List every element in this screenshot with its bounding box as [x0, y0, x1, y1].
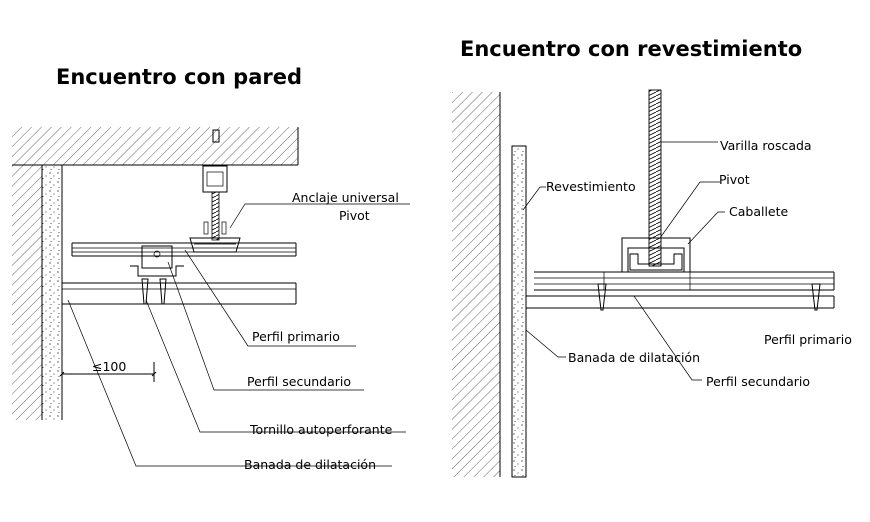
label-perfil-secundario-right: Perfil secundario [706, 374, 810, 389]
label-varilla-roscada: Varilla roscada [720, 138, 812, 153]
secondary-profile-right [526, 295, 835, 309]
screws-right [597, 283, 821, 311]
primary-profile [71, 242, 297, 257]
left-leaders [67, 203, 410, 467]
label-perfil-secundario-left: Perfil secundario [247, 374, 351, 389]
threaded-rod [648, 89, 662, 267]
universal-anchor [202, 129, 228, 241]
lining-board [511, 145, 527, 478]
right-detail: Encuentro con revestimiento [452, 37, 852, 478]
label-pivot-left: Pivot [339, 208, 370, 223]
dimension-line: ≤100 [59, 359, 157, 382]
label-banada-dilatacion-left: Banada de dilatación [244, 457, 376, 472]
right-leaders [522, 141, 725, 381]
ceiling-slab [12, 127, 299, 166]
label-caballete: Caballete [729, 204, 789, 219]
dimension-label: ≤100 [92, 359, 126, 374]
label-anclaje-universal: Anclaje universal [292, 190, 399, 205]
left-detail-title: Encuentro con pared [56, 65, 302, 89]
secondary-profile [62, 282, 297, 305]
wall [12, 165, 63, 420]
label-tornillo-autoperforante: Tornillo autoperforante [249, 422, 393, 437]
bracket [603, 237, 691, 290]
label-perfil-primario-left: Perfil primario [252, 329, 340, 344]
label-perfil-primario-right: Perfil primario [764, 332, 852, 347]
clip [130, 245, 184, 277]
label-revestimiento: Revestimiento [546, 179, 636, 194]
self-drilling-screws [141, 278, 167, 305]
label-pivot-right: Pivot [719, 172, 750, 187]
primary-profile-right [534, 271, 835, 291]
right-detail-title: Encuentro con revestimiento [460, 37, 802, 61]
label-banada-dilatacion-right: Banada de dilatación [568, 350, 700, 365]
right-wall [452, 92, 501, 477]
left-detail: Encuentro con pared [12, 65, 410, 472]
